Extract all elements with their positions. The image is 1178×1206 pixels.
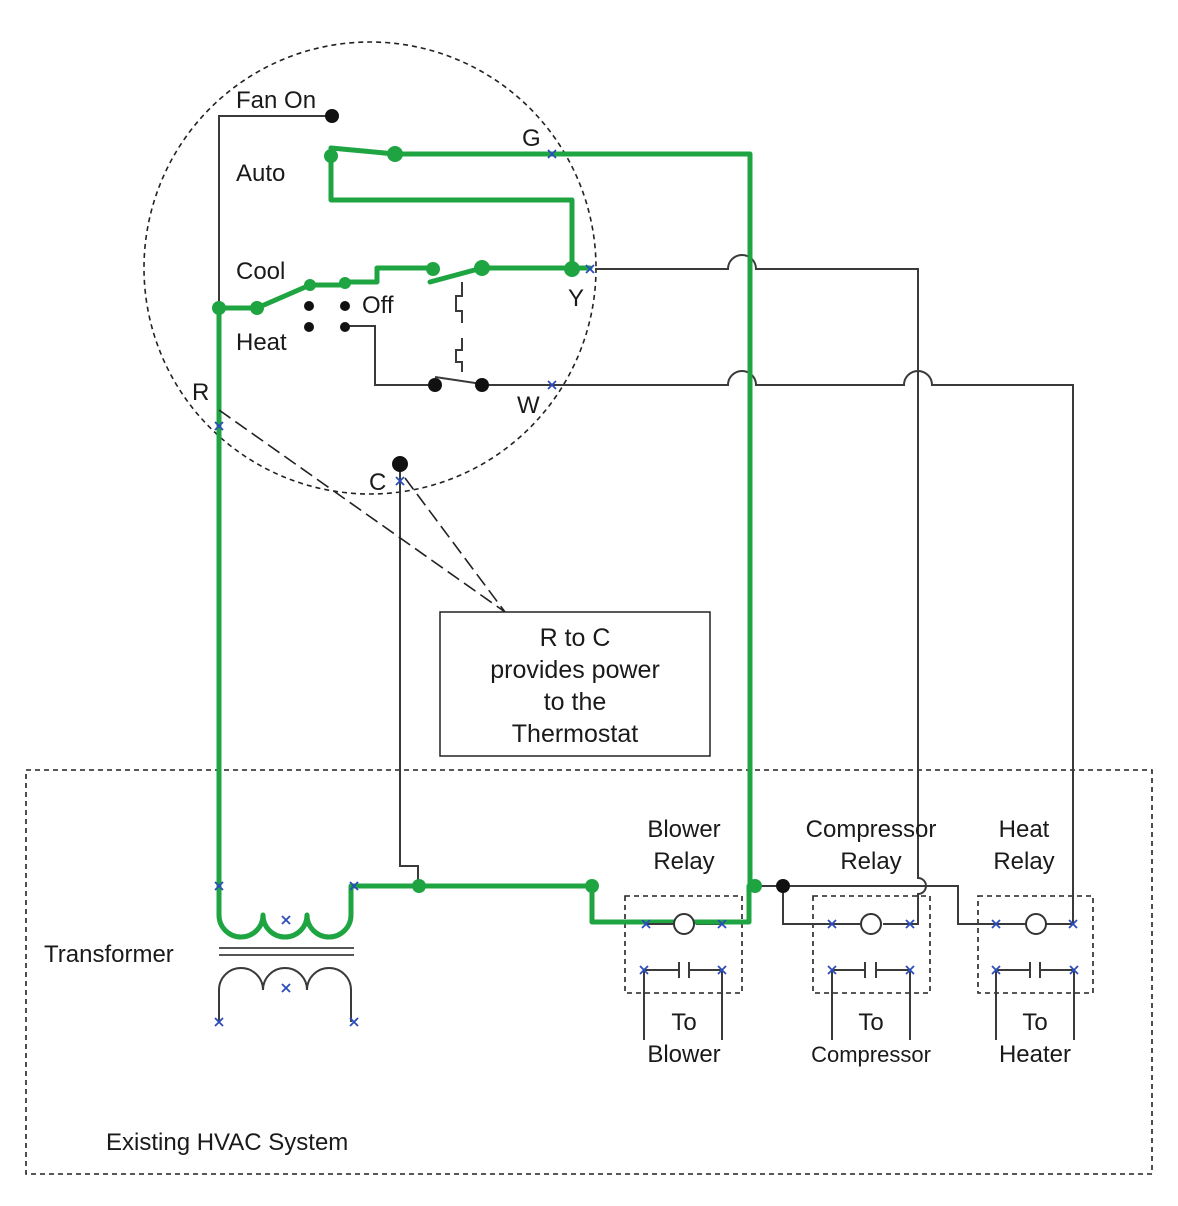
terminal-x-mark [214, 421, 224, 431]
terminal-x-mark [991, 919, 1001, 929]
callout-leader-c [404, 477, 506, 613]
hvac-system-label: Existing HVAC System [106, 1129, 348, 1156]
terminal-w-label: W [517, 392, 540, 419]
terminal-x-mark [717, 919, 727, 929]
terminal-x-mark [349, 1017, 359, 1027]
terminal-x-mark [349, 881, 359, 891]
to-heater-label-2: Heater [999, 1041, 1071, 1068]
to-heater-label-1: To [1022, 1009, 1047, 1036]
terminal-marks [214, 149, 1079, 1027]
terminal-r-label: R [192, 379, 209, 406]
terminal-x-mark [547, 149, 557, 159]
contact-dots [212, 109, 790, 893]
terminal-c-label: C [369, 469, 386, 496]
terminal-x-mark [547, 380, 557, 390]
terminal-x-mark [991, 965, 1001, 975]
hvac-system-boundary [25, 769, 1153, 1175]
terminal-x-mark [639, 965, 649, 975]
terminal-x-mark [827, 919, 837, 929]
heat-relay-label-1: Heat [999, 816, 1050, 843]
compressor-relay-box [812, 895, 931, 994]
terminal-x-mark [827, 965, 837, 975]
callout-line-3: to the [544, 688, 607, 716]
compressor-relay-label-2: Relay [840, 848, 901, 875]
to-compressor-label-1: To [858, 1009, 883, 1036]
terminal-x-mark [214, 881, 224, 891]
compressor-relay-coil [860, 913, 882, 935]
terminal-x-mark [905, 965, 915, 975]
heat-relay-label-2: Relay [993, 848, 1054, 875]
fan-on-label: Fan On [236, 87, 316, 114]
terminal-x-mark [585, 264, 595, 274]
terminal-x-mark [717, 965, 727, 975]
terminal-g-label: G [522, 125, 541, 152]
blower-relay-coil [673, 913, 695, 935]
heat-relay-coil [1025, 913, 1047, 935]
terminal-x-mark [281, 915, 291, 925]
inactive-wires [218, 115, 1075, 1040]
to-blower-label-1: To [671, 1009, 696, 1036]
to-compressor-label-2: Compressor [811, 1042, 931, 1067]
blower-relay-label-2: Relay [653, 848, 714, 875]
terminal-x-mark [281, 983, 291, 993]
terminal-x-mark [1069, 965, 1079, 975]
callout-line-2: provides power [490, 656, 660, 684]
heat-label: Heat [236, 329, 287, 356]
compressor-relay-label-1: Compressor [806, 816, 937, 843]
blower-relay-box [624, 895, 743, 994]
callout-line-1: R to C [540, 624, 611, 652]
auto-label: Auto [236, 160, 285, 187]
terminal-y-label: Y [568, 285, 584, 312]
transformer-label: Transformer [44, 941, 174, 968]
terminal-x-mark [395, 476, 405, 486]
terminal-x-mark [641, 919, 651, 929]
terminal-x-mark [905, 919, 915, 929]
heat-relay-box [977, 895, 1094, 994]
terminal-x-mark [214, 1017, 224, 1027]
callout-leader-r [218, 409, 506, 613]
terminal-x-mark [1068, 919, 1078, 929]
cool-label: Cool [236, 258, 285, 285]
to-blower-label-2: Blower [647, 1041, 720, 1068]
callout-box [439, 611, 711, 757]
blower-relay-label-1: Blower [647, 816, 720, 843]
off-label: Off [362, 292, 394, 319]
callout-line-4: Thermostat [512, 720, 638, 748]
